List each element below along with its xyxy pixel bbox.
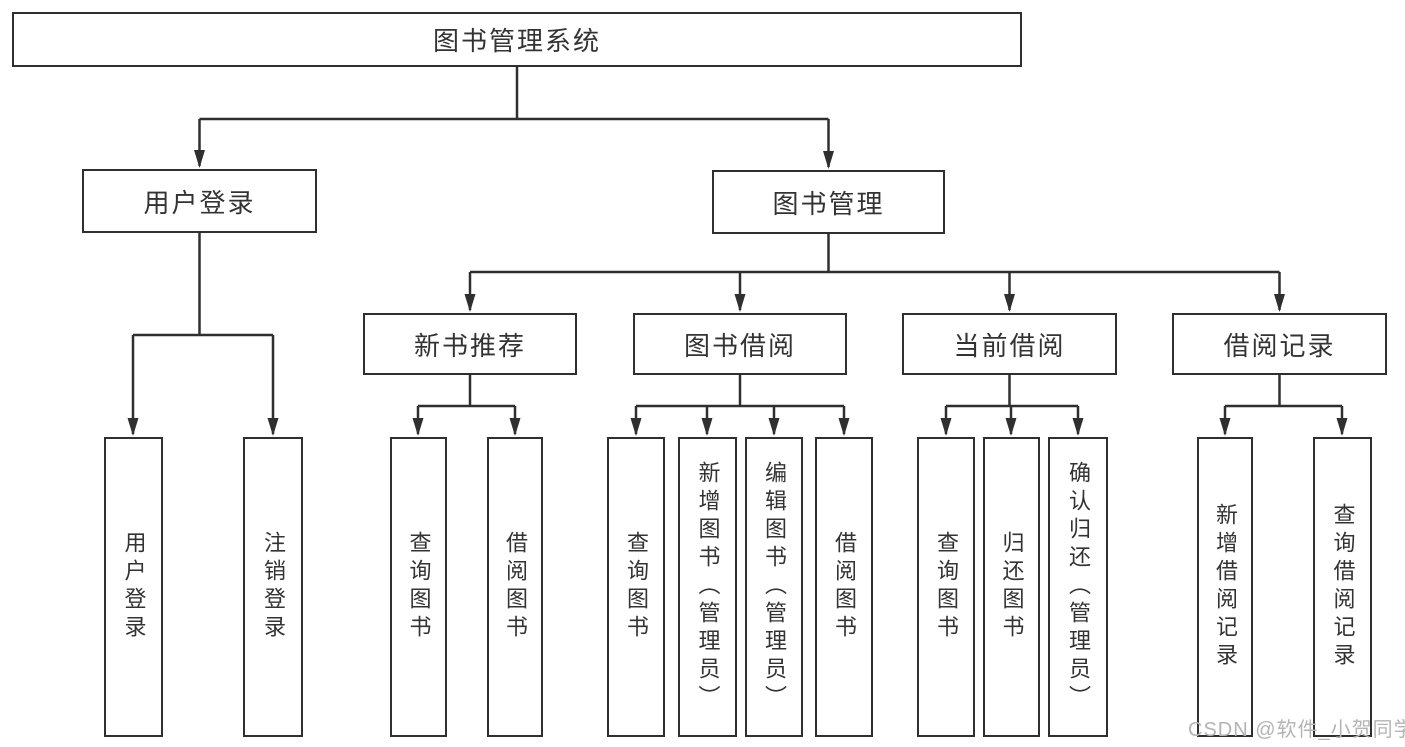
- leaf-add-borrow-record: 新增借阅记录: [1197, 437, 1253, 737]
- node-label: 确认归还（管理员）: [1066, 461, 1091, 713]
- leaf-query-borrow-record: 查询借阅记录: [1313, 437, 1372, 737]
- node-label: 新增借阅记录: [1213, 503, 1238, 671]
- leaf-borrow-books: 借阅图书: [815, 437, 873, 737]
- leaf-edit-books-admin: 编辑图书（管理员）: [745, 437, 803, 737]
- node-label: 查询借阅记录: [1330, 503, 1356, 671]
- leaf-return-books: 归还图书: [983, 437, 1040, 737]
- node-label: 图书管理: [772, 188, 885, 219]
- node-label: 新增图书（管理员）: [695, 461, 721, 713]
- node-label: 用户登录: [143, 187, 256, 218]
- watermark: CSDN @软件_小贺同学: [1188, 719, 1405, 741]
- leaf-user-login: 用户登录: [104, 437, 163, 737]
- node-label: 借阅图书: [832, 531, 857, 643]
- node-label: 借阅图书: [503, 531, 528, 643]
- leaf-query-books: 查询图书: [917, 437, 975, 737]
- node-label: 图书借阅: [683, 330, 796, 361]
- leaf-borrow-books: 借阅图书: [487, 437, 543, 737]
- node-label: 查询图书: [406, 531, 432, 643]
- leaf-logout: 注销登录: [243, 437, 303, 737]
- leaf-confirm-return-admin: 确认归还（管理员）: [1048, 437, 1108, 737]
- node-label: 注销登录: [261, 531, 286, 643]
- node-book-borrowing: 图书借阅: [633, 313, 847, 375]
- node-label: 用户登录: [121, 531, 147, 643]
- node-label: 归还图书: [999, 531, 1025, 643]
- node-new-book-recommendation: 新书推荐: [363, 313, 577, 375]
- leaf-query-books: 查询图书: [390, 437, 447, 737]
- leaf-add-books-admin: 新增图书（管理员）: [678, 437, 737, 737]
- node-label: 借阅记录: [1223, 330, 1336, 361]
- node-current-borrowing: 当前借阅: [902, 313, 1117, 375]
- node-label: 查询图书: [624, 531, 649, 643]
- node-library-management-system: 图书管理系统: [12, 12, 1022, 67]
- node-label: 编辑图书（管理员）: [762, 461, 787, 713]
- node-label: 图书管理系统: [432, 26, 601, 56]
- node-label: 查询图书: [934, 531, 959, 643]
- node-label: 新书推荐: [413, 330, 526, 361]
- node-label: 当前借阅: [953, 330, 1066, 361]
- node-borrowing-records: 借阅记录: [1172, 313, 1387, 375]
- node-user-login: 用户登录: [82, 169, 317, 233]
- node-book-management: 图书管理: [712, 170, 945, 234]
- leaf-query-books: 查询图书: [607, 437, 665, 737]
